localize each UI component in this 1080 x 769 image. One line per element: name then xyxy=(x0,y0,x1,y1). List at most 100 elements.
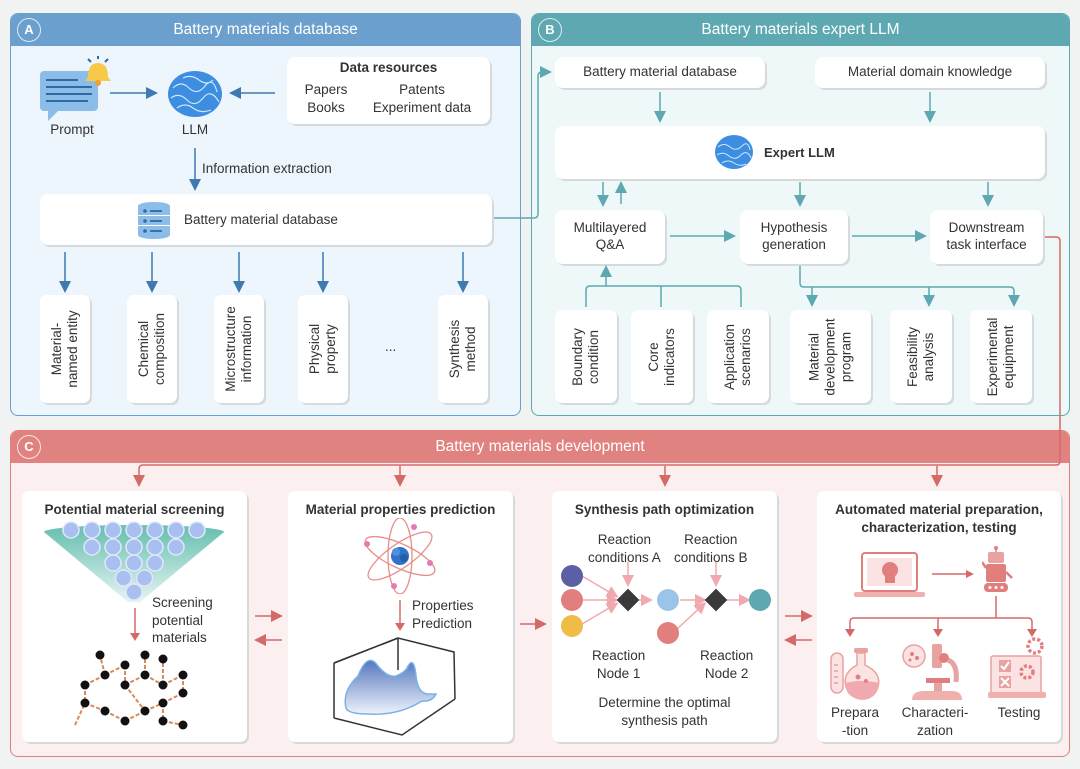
reactant-node xyxy=(561,565,583,587)
lattice-atom xyxy=(178,688,188,698)
synthesis-caption: Determine the optimal synthesis path xyxy=(598,695,731,728)
output-label: Experimental equipment xyxy=(984,317,1016,396)
panel-c-badge: C xyxy=(17,435,41,459)
panel-a-title: Battery materials database xyxy=(173,21,358,38)
lattice-atom xyxy=(140,706,150,716)
material-sphere xyxy=(146,554,164,572)
lattice-atom xyxy=(178,670,188,680)
resource-patents: Patents xyxy=(399,82,445,97)
database-icon xyxy=(138,202,170,239)
domain-knowledge-card: Material domain knowledge xyxy=(815,57,1045,88)
lattice-atom xyxy=(178,720,188,730)
panel-b-title: Battery materials expert LLM xyxy=(701,21,900,38)
material-sphere xyxy=(83,538,101,556)
reaction-network xyxy=(561,562,771,644)
output-card-material-program: Material development program xyxy=(790,310,871,403)
input-label: Core indicators xyxy=(645,327,677,386)
llm-label: LLM xyxy=(181,122,209,137)
data-resources-col1: Papers Books xyxy=(303,81,349,116)
category-ellipsis: ... xyxy=(385,339,397,354)
category-card-microstructure: Microstructure information xyxy=(214,295,264,403)
intermediate-node xyxy=(657,589,679,611)
material-sphere xyxy=(125,583,143,601)
lattice-atom xyxy=(158,716,168,726)
reaction-node-1-label: Reaction Node 1 xyxy=(592,648,646,681)
step-characterization: Characteri- zation xyxy=(901,705,969,738)
battery-database-label: Battery material database xyxy=(184,212,338,227)
step-testing: Testing xyxy=(997,705,1041,720)
reaction-node-2-label: Reaction Node 2 xyxy=(700,648,754,681)
reactant-node xyxy=(561,615,583,637)
output-card-feasibility: Feasibility analysis xyxy=(890,310,952,403)
material-sphere xyxy=(104,521,122,539)
expert-llm-label: Expert LLM xyxy=(764,145,835,160)
lattice-atom xyxy=(95,650,105,660)
screening-title: Potential material screening xyxy=(44,502,225,517)
expert-llm-card xyxy=(555,126,1045,179)
material-sphere xyxy=(125,521,143,539)
prediction-title: Material properties prediction xyxy=(305,502,496,517)
hypothesis-generation-label: Hypothesis generation xyxy=(760,220,828,252)
material-sphere xyxy=(146,521,164,539)
downstream-task-label: Downstream task interface xyxy=(946,220,1027,252)
material-sphere xyxy=(104,538,122,556)
material-sphere xyxy=(83,521,101,539)
category-label: Synthesis method xyxy=(446,319,478,379)
category-card-chemical-composition: Chemical composition xyxy=(127,295,177,403)
resource-experiment-data: Experiment data xyxy=(372,99,472,115)
material-sphere xyxy=(135,569,154,587)
input-label: Application scenarios xyxy=(721,323,753,390)
input-card-boundary-condition: Boundary condition xyxy=(555,310,617,403)
lattice-atom xyxy=(80,680,90,690)
laptop-icon xyxy=(854,552,974,597)
lattice-atom xyxy=(158,680,168,690)
lattice-bond xyxy=(124,684,146,712)
robot-icon xyxy=(982,546,1013,592)
material-sphere xyxy=(167,538,185,556)
data-resources-col2: Patents Experiment data xyxy=(367,81,477,116)
multilayered-qa-label: Multilayered Q&A xyxy=(573,220,647,252)
screening-arrow xyxy=(130,608,140,641)
reaction-condition-b: Reaction conditions B xyxy=(674,532,748,565)
automation-title: Automated material preparation, characte… xyxy=(835,502,1043,536)
material-spheres xyxy=(62,521,206,601)
crystal-lattice-icon xyxy=(74,650,188,730)
automation-card: Automated material preparation, characte… xyxy=(817,491,1061,742)
lattice-atom xyxy=(158,654,168,664)
material-sphere xyxy=(104,554,122,572)
domain-knowledge-label: Material domain knowledge xyxy=(847,64,1013,80)
information-extraction-label: Information extraction xyxy=(202,161,332,176)
prompt-chat-icon xyxy=(40,56,111,121)
lattice-atom xyxy=(100,706,110,716)
material-sphere xyxy=(188,521,206,539)
product-node xyxy=(749,589,771,611)
resource-books: Books xyxy=(307,99,345,115)
reaction-node-2 xyxy=(704,588,728,612)
lattice-atom xyxy=(120,660,130,670)
screening-caption: Screening potential materials xyxy=(152,595,213,646)
input-card-core-indicators: Core indicators xyxy=(631,310,693,403)
category-card-physical-property: Physical property xyxy=(298,295,348,403)
hypothesis-generation-card: Hypothesis generation xyxy=(740,210,848,264)
material-sphere xyxy=(114,569,133,587)
synthesis-title: Synthesis path optimization xyxy=(574,502,755,517)
b-database-label: Battery material database xyxy=(583,64,737,80)
reactant-node xyxy=(561,589,583,611)
synthesis-card: Synthesis path optimization xyxy=(552,491,777,742)
atom-icon xyxy=(364,518,436,594)
prompt-label: Prompt xyxy=(50,122,94,137)
panel-a-header: A Battery materials database xyxy=(11,14,520,46)
lattice-atom xyxy=(140,670,150,680)
downstream-task-card: Downstream task interface xyxy=(930,210,1043,264)
output-card-experimental-equipment: Experimental equipment xyxy=(970,310,1032,403)
category-card-material-entity: Material- named entity xyxy=(40,295,90,403)
surface-plot-icon xyxy=(333,637,456,736)
microscope-icon xyxy=(902,644,962,700)
automation-branch-arrows xyxy=(845,596,1037,637)
category-label: Microstructure information xyxy=(222,306,254,392)
category-label: Material- named entity xyxy=(48,310,80,388)
prediction-caption: Properties Prediction xyxy=(412,598,474,631)
lattice-atom xyxy=(140,650,150,660)
output-label: Feasibility analysis xyxy=(904,326,936,387)
b-database-card: Battery material database xyxy=(555,57,765,88)
